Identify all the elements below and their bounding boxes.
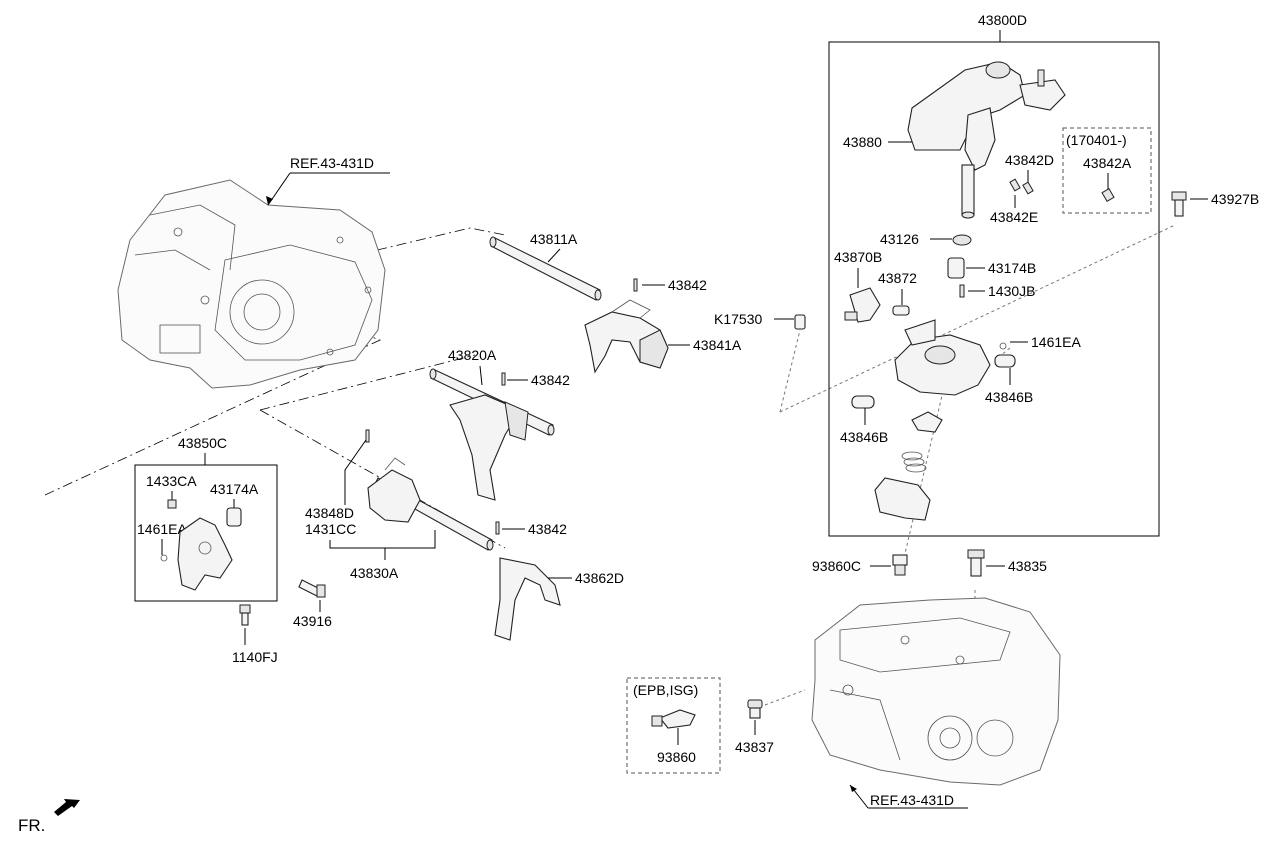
label-1431CC: 1431CC: [305, 521, 356, 537]
bolt-43916: [298, 579, 326, 598]
fr-direction-arrow-icon: [54, 799, 80, 816]
label-1430JB: 1430JB: [988, 283, 1035, 299]
bolt-43927B: [1171, 191, 1187, 217]
label-43872: 43872: [878, 270, 917, 286]
label-43880: 43880: [843, 134, 882, 150]
label-43916: 43916: [293, 613, 332, 629]
label-43870B: 43870B: [834, 249, 882, 265]
label-43820A: 43820A: [448, 347, 497, 363]
label-43835: 43835: [1008, 558, 1047, 574]
label-1433CA: 1433CA: [146, 473, 197, 489]
label-93860: 93860: [657, 749, 696, 765]
label-43842A: 43842A: [1083, 155, 1132, 171]
label-43842-a: 43842: [668, 277, 707, 293]
label-43174B: 43174B: [988, 260, 1036, 276]
bolt-1140FJ: [239, 604, 251, 626]
shift-lever-assembly-43850C: [177, 517, 233, 591]
label-170401: (170401-): [1066, 132, 1127, 148]
detent-bracket: [874, 477, 931, 521]
shift-rail-43811A: [489, 236, 602, 301]
transmission-case-housing-left: [117, 179, 386, 389]
label-43846B-left: 43846B: [840, 429, 888, 445]
label-43848D: 43848D: [305, 505, 354, 521]
plug-43837: [747, 699, 763, 719]
label-43846B-right: 43846B: [985, 389, 1033, 405]
label-1140FJ: 1140FJ: [232, 649, 278, 665]
control-lever-43880: [907, 61, 1066, 219]
label-K17530: K17530: [714, 311, 762, 327]
label-43841A: 43841A: [693, 337, 742, 353]
control-housing-body: [894, 319, 991, 396]
label-epb-isg: (EPB,ISG): [633, 682, 698, 698]
group-box-epb-isg: [626, 677, 721, 774]
sensor-93860: [651, 709, 696, 729]
label-43174A: 43174A: [210, 481, 259, 497]
ref-top-label: REF.43-431D: [290, 155, 374, 171]
detent-spring: [901, 451, 927, 473]
label-43126: 43126: [880, 231, 919, 247]
ref-top-callout: REF.43-431D: [266, 155, 390, 206]
label-1461EA-left: 1461EA: [137, 521, 187, 537]
label-43837: 43837: [735, 739, 774, 755]
label-43862D: 43862D: [575, 570, 624, 586]
shift-rail-43820A: [429, 368, 555, 501]
select-lever-43870B: [844, 287, 881, 323]
fr-label: FR.: [18, 816, 45, 835]
label-43850C: 43850C: [178, 435, 227, 451]
label-43927B: 43927B: [1211, 191, 1259, 207]
detent-plate: [911, 411, 943, 433]
label-43800D: 43800D: [978, 12, 1027, 28]
label-43830A: 43830A: [350, 565, 399, 581]
ref-bottom-label: REF.43-431D: [870, 792, 954, 808]
group-box-170401: [1062, 127, 1152, 214]
ref-bottom-callout: REF.43-431D: [849, 784, 968, 809]
fr-indicator: FR.: [18, 799, 80, 835]
label-43842-b: 43842: [531, 372, 570, 388]
label-43842D: 43842D: [1005, 152, 1054, 168]
label-43842E: 43842E: [990, 209, 1038, 225]
shift-rail-43830A: [365, 429, 494, 551]
plug-43835: [967, 549, 985, 577]
label-1461EA-right: 1461EA: [1031, 334, 1081, 350]
shift-fork-43862D: [494, 557, 561, 641]
group-box-43800D: [828, 41, 1160, 537]
label-93860C: 93860C: [812, 558, 861, 574]
sensor-93860C: [892, 554, 908, 576]
breather-K17530: [794, 314, 806, 330]
shift-fork-43841A: [584, 299, 669, 374]
label-43811A: 43811A: [530, 231, 578, 247]
transmission-case-housing-right: [811, 597, 1061, 786]
group-box-43850C: [134, 464, 278, 602]
label-43842-c: 43842: [528, 521, 567, 537]
